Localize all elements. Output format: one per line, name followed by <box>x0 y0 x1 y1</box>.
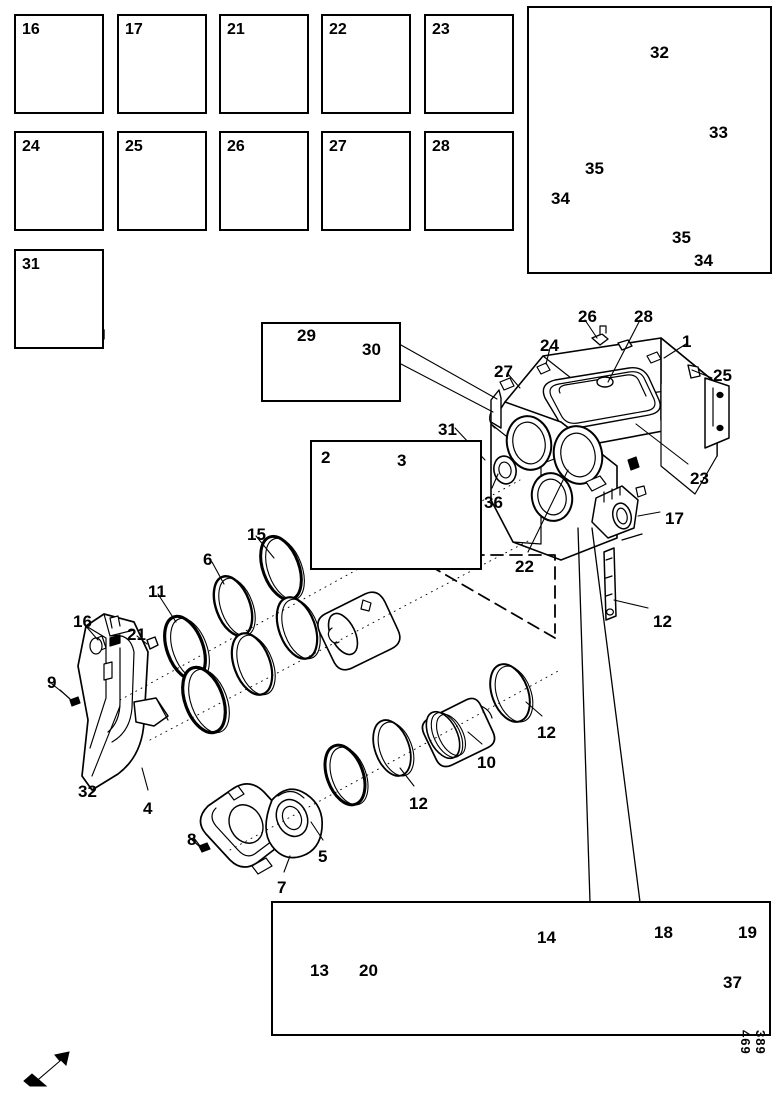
part-box-16 <box>14 14 104 114</box>
callout-12-right: 12 <box>537 723 556 742</box>
callout-2: 2 <box>321 448 331 467</box>
callout-19: 19 <box>738 923 757 942</box>
callout-11: 11 <box>148 582 166 601</box>
main-housing-art <box>489 325 730 621</box>
callout-24-main: 24 <box>540 336 559 355</box>
callout-12-bracket: 12 <box>653 612 672 631</box>
callout-30: 30 <box>362 340 381 359</box>
part-box-label-24: 24 <box>22 138 40 155</box>
callout-23-main: 23 <box>690 469 709 488</box>
left-assembly-art <box>59 534 534 875</box>
callout-17-main: 17 <box>665 509 684 528</box>
callout-7: 7 <box>277 878 287 897</box>
part-box-label-21: 21 <box>227 21 245 38</box>
callout-25-main: 25 <box>713 366 732 385</box>
part-box-label-31: 31 <box>22 256 40 273</box>
tube-assembly-panel <box>271 901 771 1036</box>
callout-6: 6 <box>203 550 213 569</box>
callout-34-panel-left: 34 <box>551 189 570 208</box>
callout-32-panel: 32 <box>650 43 669 62</box>
part-box-label-17: 17 <box>125 21 143 38</box>
part-box-22 <box>321 14 411 114</box>
part-box-27 <box>321 131 411 231</box>
part-box-25 <box>117 131 207 231</box>
callout-35-panel-right: 35 <box>672 228 691 247</box>
callout-12-left: 12 <box>409 794 428 813</box>
part-box-17 <box>117 14 207 114</box>
part-box-31 <box>14 249 104 349</box>
callout-4: 4 <box>143 799 153 818</box>
part-box-21 <box>219 14 309 114</box>
diagram-reference-number: 389 469 <box>738 1030 768 1055</box>
callout-18: 18 <box>654 923 673 942</box>
callout-1-main: 1 <box>682 332 692 351</box>
part-box-label-22: 22 <box>329 21 347 38</box>
callout-33-panel: 33 <box>709 123 728 142</box>
callout-8: 8 <box>187 830 197 849</box>
part-box-label-27: 27 <box>329 138 347 155</box>
callout-32-assembly: 32 <box>78 782 97 801</box>
callout-27-main: 27 <box>494 362 513 381</box>
bracket-panel <box>527 6 772 274</box>
callout-26-main: 26 <box>578 307 597 326</box>
callout-36-main: 36 <box>484 493 503 512</box>
part-box-label-28: 28 <box>432 138 450 155</box>
callout-14: 14 <box>537 928 556 947</box>
part-box-label-26: 26 <box>227 138 245 155</box>
filter-inset-panel <box>310 440 482 570</box>
callout-22-main: 22 <box>515 557 534 576</box>
callout-20: 20 <box>359 961 378 980</box>
callout-29: 29 <box>297 326 316 345</box>
part-box-label-16: 16 <box>22 21 40 38</box>
callout-34-panel-right: 34 <box>694 251 713 270</box>
callout-31-main: 31 <box>438 420 457 439</box>
part-box-label-25: 25 <box>125 138 143 155</box>
part-box-24 <box>14 131 104 231</box>
part-box-label-23: 23 <box>432 21 450 38</box>
callout-15: 15 <box>247 525 266 544</box>
callout-16-assembly: 16 <box>73 612 92 631</box>
callout-9: 9 <box>47 673 57 692</box>
callout-13: 13 <box>310 961 329 980</box>
callout-21-assembly: 21 <box>127 625 146 644</box>
callout-3: 3 <box>397 451 407 470</box>
callout-35-panel-left: 35 <box>585 159 604 178</box>
phantom-drop-lines <box>577 527 643 903</box>
sensor-inset-panel <box>261 322 401 402</box>
callout-10: 10 <box>477 753 496 772</box>
callout-37: 37 <box>723 973 742 992</box>
callout-28-main: 28 <box>634 307 653 326</box>
part-box-26 <box>219 131 309 231</box>
assembly-axes <box>119 479 561 851</box>
callout-5: 5 <box>318 847 328 866</box>
part-box-28 <box>424 131 514 231</box>
part-box-23 <box>424 14 514 114</box>
